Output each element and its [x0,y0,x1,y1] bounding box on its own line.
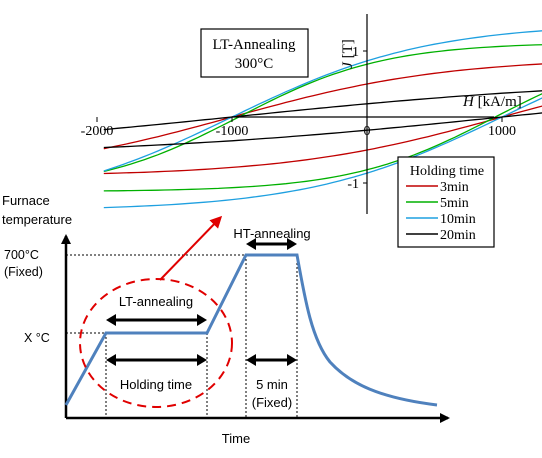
legend-label-5min: 5min [440,196,469,211]
inset-title-1: LT-Annealing [212,37,296,53]
inset-title-box [200,28,309,78]
five-min-span-arrow [246,354,297,366]
ht-annealing-span-arrow [246,238,297,250]
inset-x-tick-label: 0 [364,124,371,139]
five-min-label-1: 5 min [256,377,288,392]
hysteresis-loop-5min [103,44,542,192]
time-axis-label: Time [222,431,250,446]
hysteresis-loop-20min [103,90,542,149]
inset-x-axis-unit: [kA/m] [474,94,522,110]
inset-x-tick-label: -1000 [216,124,249,139]
temp-x-label: X °C [24,331,50,345]
temperature-profile [64,253,438,407]
furnace-axis-label-2: temperature [2,212,72,227]
hysteresis-loops [103,30,542,209]
holding-time-span-arrow [106,354,207,366]
temp-700-label-2: (Fixed) [4,265,43,279]
furnace-diagram: Furnace temperature 700°C (Fixed) X °C L… [2,193,450,446]
inset-y-axis-unit: [T] [340,39,356,62]
inset-hysteresis-chart: LT-Annealing 300°C -2000-1000010002000 1… [81,14,542,248]
furnace-axis-label-1: Furnace [2,193,50,208]
five-min-label-2: (Fixed) [252,395,292,410]
inset-pointer-arrow [159,215,223,281]
inset-y-ticks: 1 -1 [347,45,367,192]
legend-label-20min: 20min [440,228,476,243]
inset-x-tick-label: -2000 [81,124,114,139]
inset-y-tick-label: -1 [347,177,359,192]
inset-y-tick-label: 1 [352,45,359,60]
inset-y-axis-var: J [340,61,356,69]
temp-700-label-1: 700°C [4,248,39,262]
lt-annealing-span-arrow [106,314,207,326]
hysteresis-loop-3min [103,63,542,175]
inset-x-tick-label: 1000 [488,124,516,139]
legend-label-10min: 10min [440,212,476,227]
inset-x-axis-label: H [kA/m] [462,94,522,110]
hysteresis-loop-10min [103,30,542,209]
inset-title-2: 300°C [235,56,274,72]
inset-x-axis-var: H [462,94,475,110]
inset-x-ticks: -2000-1000010002000 [81,117,516,139]
ht-annealing-label: HT-annealing [233,226,310,241]
lt-annealing-highlight [79,278,233,408]
legend-label-3min: 3min [440,180,469,195]
lt-annealing-label: LT-annealing [119,294,193,309]
inset-legend-title: Holding time [410,164,484,179]
inset-y-axis-label: J [T] [340,39,356,69]
holding-time-label: Holding time [120,377,192,392]
